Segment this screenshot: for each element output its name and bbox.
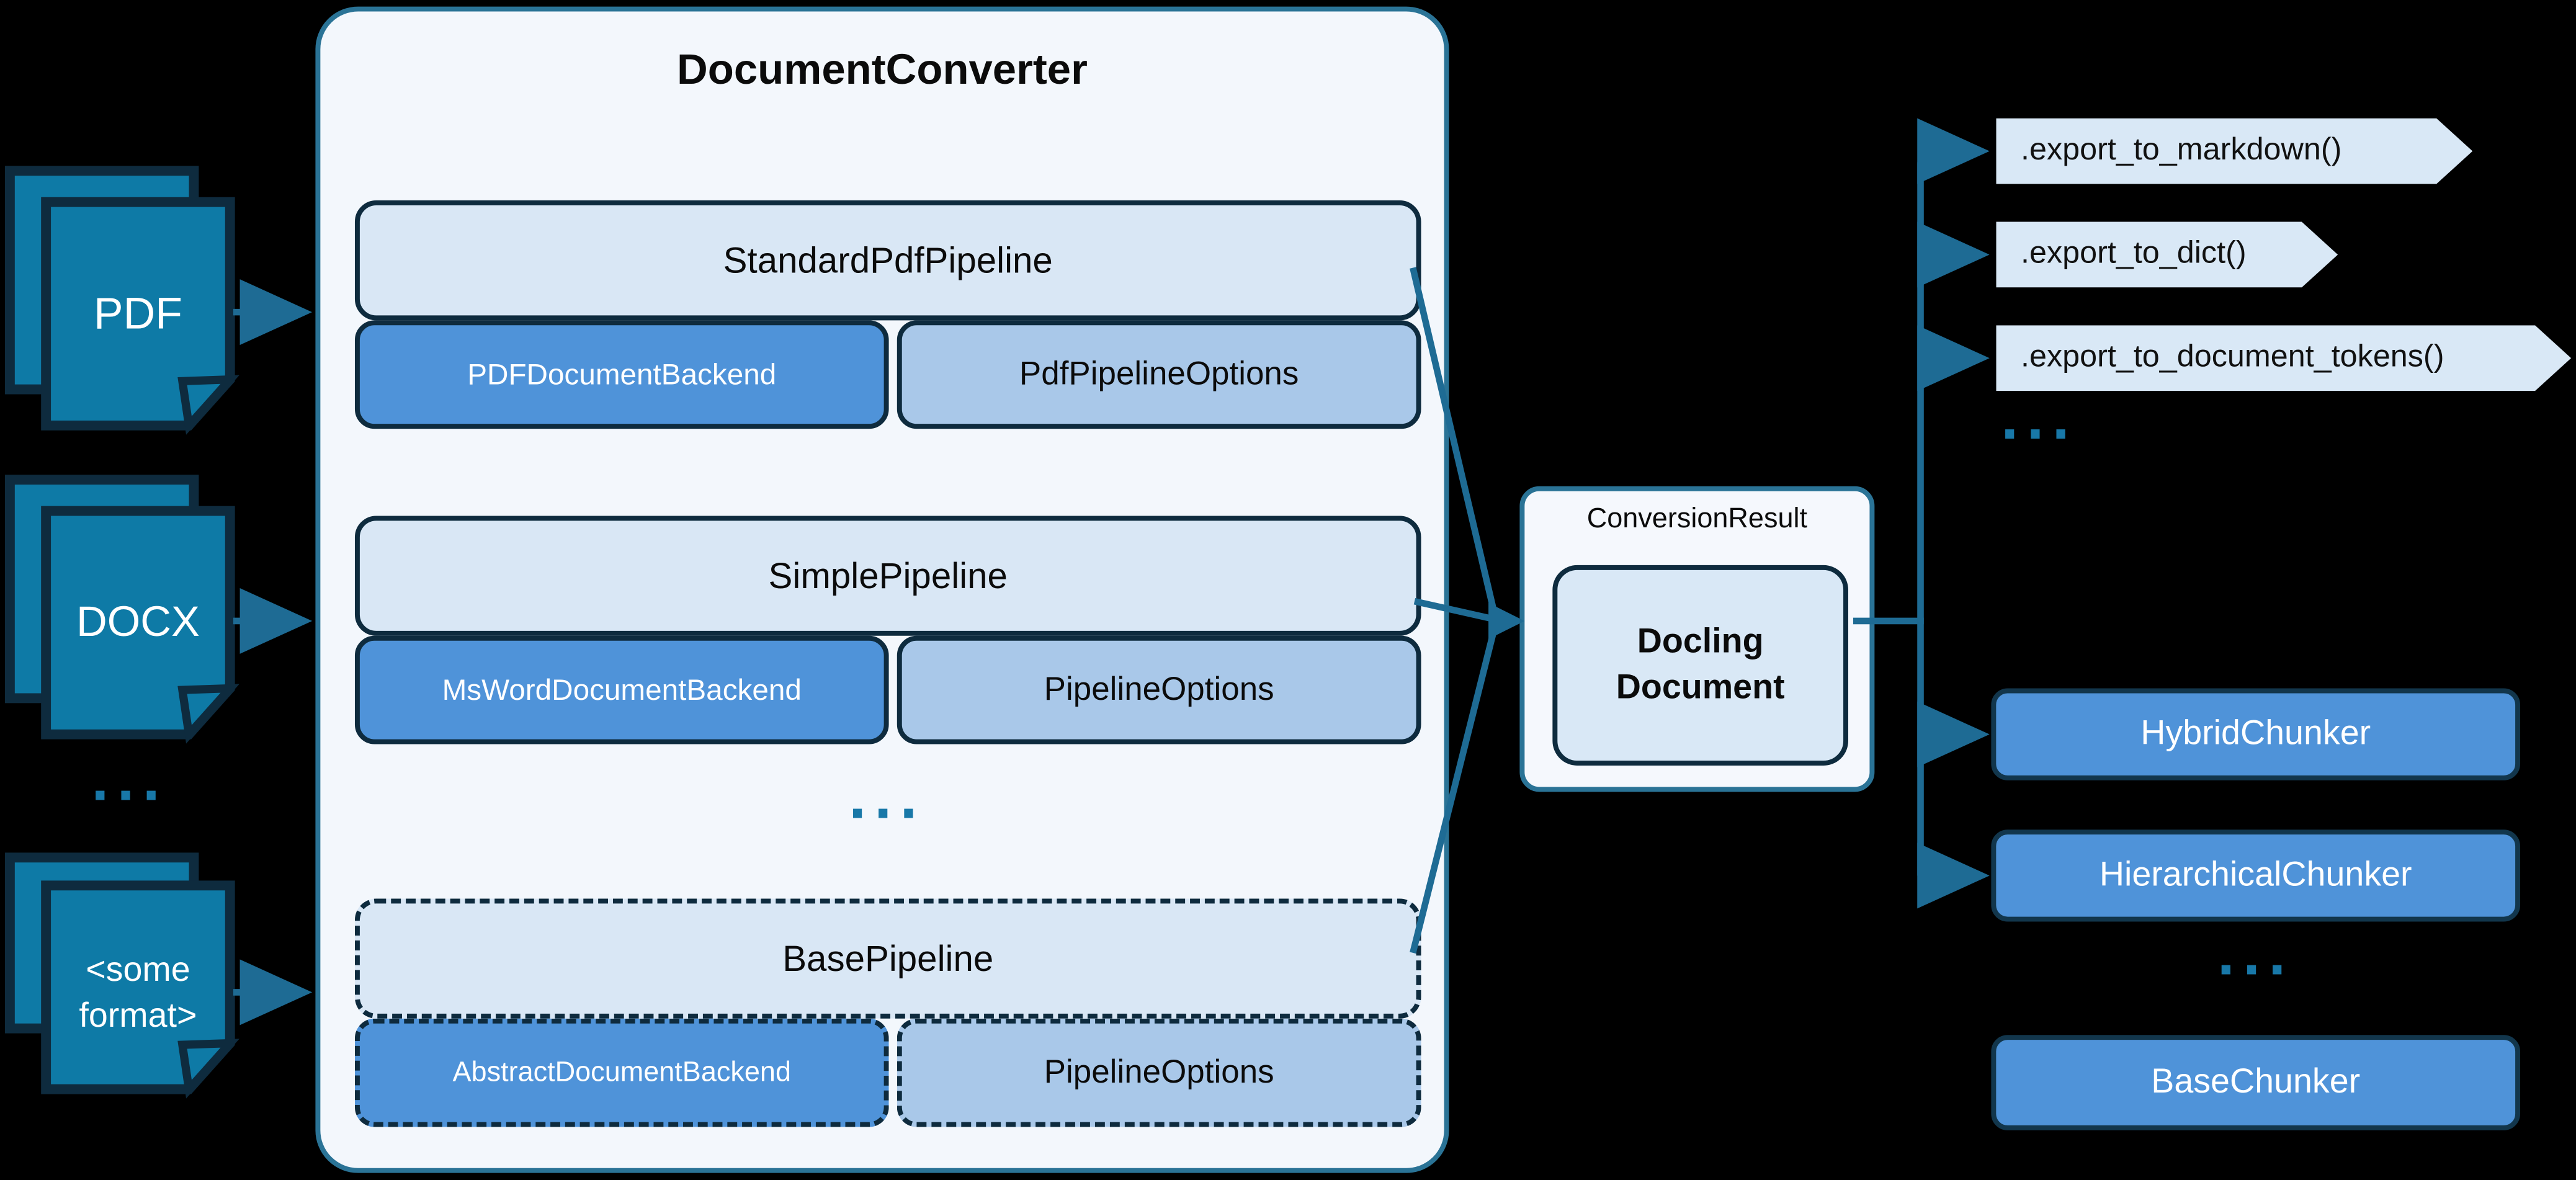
options-box-base: PipelineOptions [897, 1018, 1421, 1127]
backend-box-msword: MsWordDocumentBackend [354, 635, 889, 744]
backend-box-abstract: AbstractDocumentBackend [354, 1018, 889, 1127]
some-format-documents-stack-icon: <some format> [4, 852, 239, 1099]
options-box-simple: PipelineOptions [897, 635, 1421, 744]
source-label-pdf: PDF [94, 289, 182, 339]
options-box-pdf: PdfPipelineOptions [897, 320, 1421, 429]
export-chevron-document-tokens: .export_to_document_tokens() [1996, 325, 2571, 391]
docling-document-label-line2: Document [1616, 668, 1785, 707]
exports-ellipsis: ... [2001, 384, 2078, 454]
converter-ellipsis: ... [849, 764, 926, 833]
page-fold-corner [177, 1039, 239, 1099]
chunkers-ellipsis: ... [2217, 919, 2294, 990]
chunker-hierarchical: HierarchicalChunker [1991, 829, 2521, 922]
page-fold-corner [177, 684, 239, 744]
pipeline-box-base: BasePipeline [354, 898, 1421, 1019]
source-label-some-format-line2: format> [79, 996, 197, 1034]
document-converter-title: DocumentConverter [677, 44, 1088, 94]
docx-documents-stack-icon: DOCX [4, 475, 239, 744]
arrow-simple-pipeline-to-result [1413, 598, 1496, 623]
converging-arrowhead [1488, 602, 1525, 640]
backend-box-pdf: PDFDocumentBackend [354, 320, 889, 429]
source-label-docx: DOCX [76, 597, 200, 645]
pipeline-box-standard-pdf: StandardPdfPipeline [354, 200, 1421, 321]
source-label-some-format-line1: <some [86, 950, 190, 988]
docling-document-box: Docling Document [1552, 565, 1848, 766]
docling-document-label-line1: Docling [1637, 622, 1764, 661]
trunk-line-and-markdown-branch [1917, 118, 1990, 876]
conversion-result-label: ConversionResult [1586, 503, 1808, 534]
arrow-standard-pdf-pipeline-to-result [1410, 267, 1498, 617]
chunker-base: BaseChunker [1991, 1035, 2521, 1130]
pipeline-box-simple: SimplePipeline [354, 516, 1421, 636]
page-fold-corner [177, 375, 239, 435]
document-converter-container: DocumentConverter StandardPdfPipeline PD… [315, 6, 1449, 1173]
conversion-result-box: ConversionResult Docling Document [1519, 486, 1875, 792]
sources-ellipsis: ... [91, 746, 169, 815]
pdf-documents-stack-icon: PDF [4, 166, 239, 435]
export-chevron-dict: .export_to_dict() [1996, 221, 2338, 287]
chunker-hybrid: HybridChunker [1991, 688, 2521, 780]
arrow-base-pipeline-to-result [1410, 625, 1498, 954]
export-chevron-markdown: .export_to_markdown() [1996, 118, 2472, 184]
